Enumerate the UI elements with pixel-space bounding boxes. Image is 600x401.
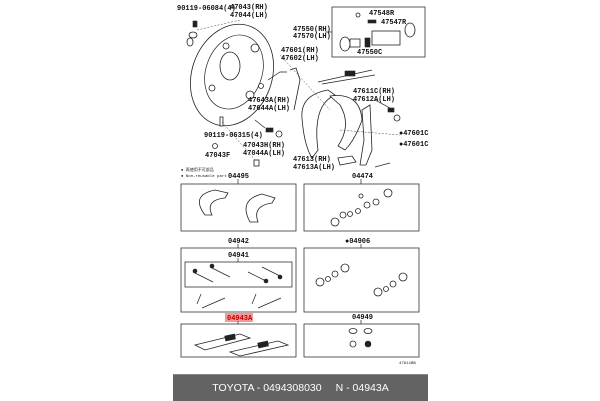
- label-47570: 47570(LH): [293, 33, 331, 41]
- label-47043h: 47043H(RH): [243, 142, 285, 150]
- kit-boxes: [180, 179, 420, 358]
- highlight-04943a: [225, 313, 253, 322]
- footer-part-number: TOYOTA - 0494308030: [212, 382, 322, 394]
- label-47547r: 47547R: [381, 19, 407, 27]
- label-04942: 04942: [228, 238, 249, 246]
- label-47550c: 47550C: [357, 49, 382, 57]
- label-47602: 47602(LH): [281, 55, 319, 63]
- backing-plate: [190, 23, 274, 127]
- label-04949: 04949: [352, 314, 373, 322]
- label-90119-06315: 90119-06315(4): [204, 132, 263, 140]
- kit-contents: [192, 188, 408, 357]
- label-04943a[interactable]: 04943A: [227, 315, 253, 323]
- label-47044a: 47044A(LH): [243, 150, 285, 158]
- label-47601c-1: ●47601C: [399, 130, 428, 138]
- label-47644a: 47644A(LH): [248, 105, 290, 113]
- label-04495: 04495: [228, 173, 249, 181]
- wheel-cylinder: [339, 12, 416, 52]
- label-04941: 04941: [228, 252, 249, 260]
- label-04474: 04474: [352, 173, 373, 181]
- small-parts: [186, 19, 401, 168]
- note-non-reusable-cn: ● 再使用不可部品: [181, 166, 214, 173]
- diagram-id: 47911BB: [399, 362, 416, 366]
- label-47601: 47601(RH): [281, 47, 319, 55]
- label-04906: ●04906: [345, 238, 370, 246]
- label-47601c-2: ●47601C: [399, 141, 428, 149]
- callout-labels: 90119-06084(4) 47043(RH) 47044(LH) 47550…: [177, 4, 428, 366]
- label-47044: 47044(LH): [230, 12, 268, 20]
- label-47611c: 47611C(RH): [353, 88, 395, 96]
- label-47043f: 47043F: [205, 152, 230, 160]
- label-47043: 47043(RH): [230, 4, 268, 12]
- label-90119-06084: 90119-06084(4): [177, 5, 236, 13]
- note-non-reusable-en: ● Non-reusable part: [181, 174, 227, 179]
- footer-bar: TOYOTA - 0494308030 N - 04943A: [173, 374, 428, 401]
- footer-ref-number: N - 04943A: [335, 382, 389, 394]
- label-47613a: 47613A(LH): [293, 164, 335, 172]
- label-47612a: 47612A(LH): [353, 96, 395, 104]
- label-47548r: 47548R: [369, 10, 395, 18]
- label-47550: 47550(RH): [293, 26, 331, 34]
- label-47613: 47613(RH): [293, 156, 331, 164]
- label-47643a: 47643A(RH): [248, 97, 290, 105]
